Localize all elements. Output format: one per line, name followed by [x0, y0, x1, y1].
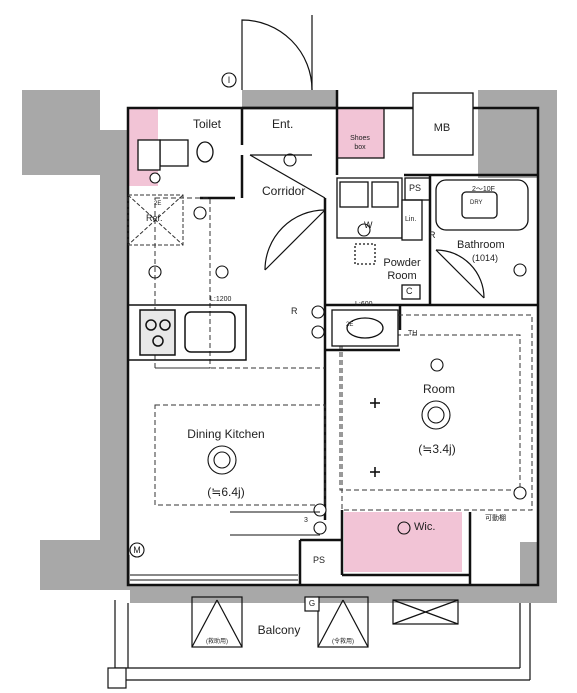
- label-room: Room: [422, 382, 456, 396]
- label-axis-marker: I: [227, 75, 231, 85]
- label-marker-3: 3: [304, 517, 308, 524]
- label-fridge-2e: 2E: [154, 201, 162, 207]
- label-washer: W: [364, 220, 373, 230]
- label-counter-length: L:1200: [210, 296, 232, 303]
- label-ps-bottom: PS: [313, 555, 326, 565]
- label-corridor: Corridor: [262, 184, 306, 198]
- label-movable-shelf: 可動棚: [485, 515, 506, 522]
- label-refrigerator: Ref.: [146, 213, 163, 223]
- label-entrance: Ent.: [272, 117, 294, 131]
- label-bathroom-size: (1014): [472, 253, 499, 263]
- label-bathroom: Bathroom: [457, 239, 505, 251]
- label-marker-r-left: R: [291, 306, 298, 316]
- storage-boxes: [336, 92, 474, 300]
- wall-markers: [129, 72, 527, 558]
- kitchen-counter: [127, 304, 247, 361]
- label-marker-2e: 2E: [346, 322, 354, 328]
- label-marker-th: TH: [408, 330, 418, 337]
- label-dry: DRY: [470, 200, 483, 206]
- label-marker-g: G: [308, 599, 316, 608]
- refrigerator-box: [127, 194, 184, 246]
- label-ps-top: PS: [409, 183, 422, 193]
- label-powder-room-1: Powder: [383, 257, 421, 269]
- label-wic: Wic.: [414, 521, 436, 533]
- toilet-fixtures: [137, 139, 214, 171]
- plus-markers: [370, 398, 380, 477]
- ceiling-lights: [148, 153, 527, 535]
- label-marker-m: M: [133, 545, 141, 555]
- doors: [241, 15, 485, 299]
- label-room-area: (≒3.4j): [418, 442, 456, 456]
- label-cabinet-c: C: [406, 286, 413, 296]
- structural-walls: [22, 90, 557, 603]
- label-vanity-length: L:600: [355, 301, 373, 308]
- label-dining-kitchen: Dining Kitchen: [187, 427, 265, 441]
- label-escape-left: (救助用): [206, 639, 228, 645]
- label-range-size: 2～10F: [472, 186, 495, 193]
- bathtub: [435, 179, 529, 231]
- dashed-lines: [154, 197, 533, 511]
- sliding-windows: [130, 511, 320, 581]
- label-powder-room-2: Room: [387, 270, 417, 282]
- label-dining-kitchen-area: (≒6.4j): [207, 485, 245, 499]
- label-escape-right: (令救用): [332, 639, 354, 645]
- label-mb: MB: [433, 122, 451, 134]
- label-toilet: Toilet: [193, 117, 222, 131]
- label-marker-r-right: R: [429, 230, 436, 240]
- interior-walls: [126, 90, 540, 587]
- laundry-fixtures: [331, 177, 423, 347]
- label-shoes-box-2: box: [354, 144, 366, 151]
- balcony: [107, 596, 531, 689]
- label-balcony: Balcony: [257, 623, 301, 637]
- label-shoes-box-1: Shoes: [350, 135, 370, 142]
- label-linen: Lin.: [405, 216, 417, 223]
